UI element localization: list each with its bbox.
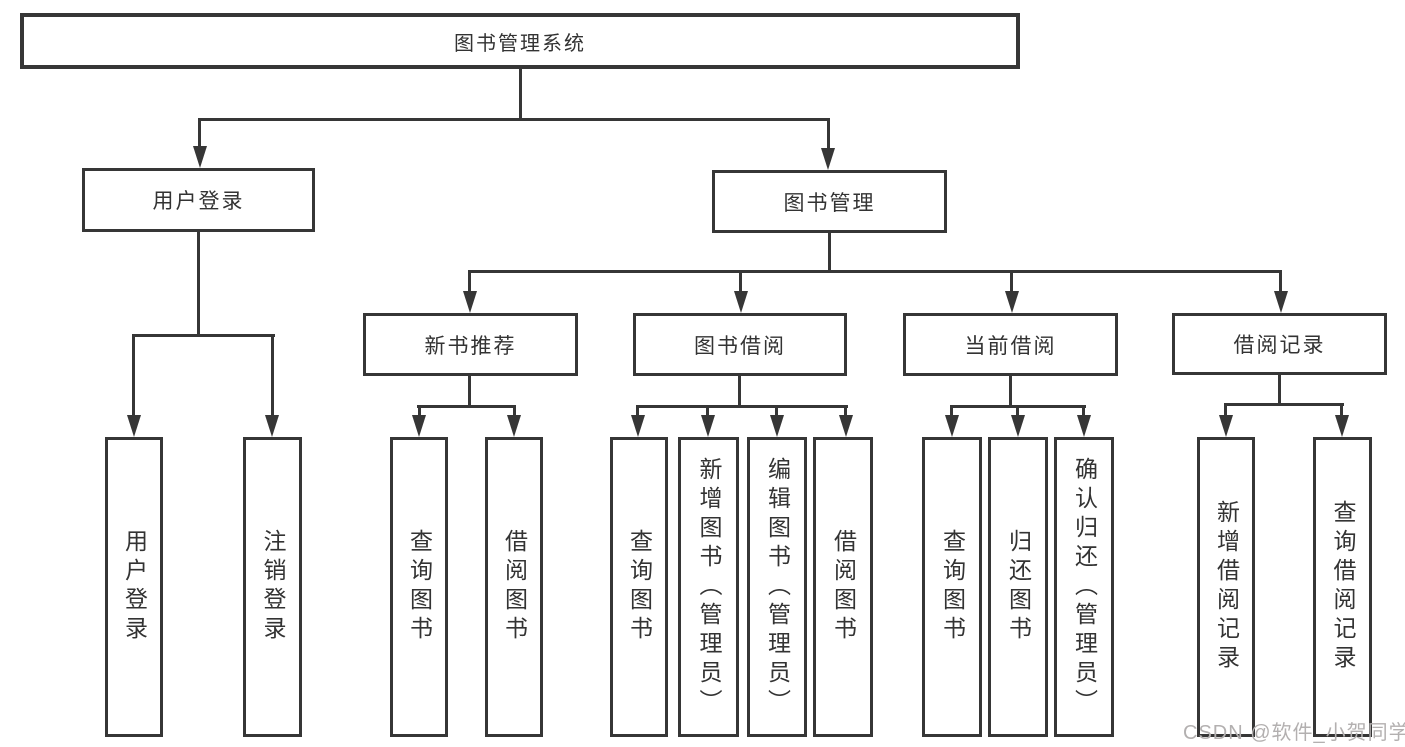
- node-book-management: 图书管理: [712, 170, 947, 233]
- leaf-query-borrow-record-label: 查询借阅记录: [1330, 500, 1356, 674]
- node-root: 图书管理系统: [20, 13, 1020, 69]
- arrow-down-icon: [1005, 291, 1019, 313]
- leaf-confirm-return-admin-label: 确认归还（管理员）: [1071, 456, 1098, 718]
- arrow-down-icon: [127, 415, 141, 437]
- node-current-borrow: 当前借阅: [903, 313, 1118, 376]
- leaf-add-books-admin-label: 新增图书（管理员）: [696, 456, 722, 718]
- node-book-borrow-label: 图书借阅: [694, 334, 786, 358]
- csdn-watermark: CSDN @软件_小贺同学: [1183, 722, 1405, 744]
- node-book-borrow: 图书借阅: [633, 313, 847, 376]
- connector-leaf-drop: [739, 270, 742, 295]
- leaf-add-borrow-record: 新增借阅记录: [1197, 437, 1255, 737]
- leaf-query-books-b-label: 查询图书: [626, 529, 653, 645]
- leaf-query-borrow-record: 查询借阅记录: [1313, 437, 1372, 737]
- connector-group-stem: [1009, 376, 1012, 408]
- connector-leaf-drop: [132, 334, 135, 419]
- connector-leaf-drop: [706, 405, 709, 419]
- arrow-down-icon: [463, 291, 477, 313]
- arrow-down-icon: [1011, 415, 1025, 437]
- connector-group-hline: [417, 405, 516, 408]
- node-new-book-recommend: 新书推荐: [363, 313, 578, 376]
- arrow-down-icon: [701, 415, 715, 437]
- connector-group-stem: [738, 376, 741, 408]
- connector-leaf-drop: [468, 270, 471, 295]
- connector-leaf-drop: [513, 405, 516, 419]
- leaf-query-books-b: 查询图书: [610, 437, 668, 737]
- connector-leaf-drop: [1016, 405, 1019, 419]
- connector-leaf-drop: [950, 405, 953, 419]
- arrow-down-icon: [821, 148, 835, 170]
- leaf-confirm-return-admin: 确认归还（管理员）: [1054, 437, 1114, 737]
- leaf-borrow-books-b: 借阅图书: [813, 437, 873, 737]
- connector-book-mgmt-drop: [827, 118, 830, 152]
- connector-user-login-drop: [198, 118, 201, 150]
- connector-group-hline: [636, 405, 848, 408]
- leaf-logout: 注销登录: [243, 437, 302, 737]
- connector-leaf-drop: [1279, 270, 1282, 295]
- connector-leaf-drop: [1010, 270, 1013, 295]
- connector-book-mgmt-stem: [828, 233, 831, 273]
- leaf-borrow-books-a-label: 借阅图书: [501, 529, 528, 645]
- node-user-login-label: 用户登录: [152, 190, 245, 213]
- arrow-down-icon: [1219, 415, 1233, 437]
- connector-group-hline: [1224, 403, 1344, 406]
- connector-root-stem: [519, 69, 522, 120]
- arrow-down-icon: [631, 415, 645, 437]
- connector-group-stem: [468, 376, 471, 408]
- leaf-borrow-books-b-label: 借阅图书: [830, 529, 857, 645]
- arrow-down-icon: [1077, 415, 1091, 437]
- connector-leaf-drop: [271, 334, 274, 419]
- leaf-query-books-a-label: 查询图书: [406, 529, 433, 645]
- leaf-query-books-c-label: 查询图书: [939, 529, 966, 645]
- connector-level3-hline: [469, 270, 1282, 273]
- arrow-down-icon: [412, 415, 426, 437]
- arrow-down-icon: [1335, 415, 1349, 437]
- node-new-book-recommend-label: 新书推荐: [424, 334, 517, 358]
- node-borrow-records-label: 借阅记录: [1233, 334, 1326, 357]
- leaf-logout-label: 注销登录: [260, 529, 286, 645]
- leaf-add-borrow-record-label: 新增借阅记录: [1213, 500, 1240, 674]
- connector-user-login-stem: [197, 232, 200, 337]
- connector-leaf-drop: [844, 405, 847, 419]
- node-user-login: 用户登录: [82, 168, 315, 232]
- node-borrow-records: 借阅记录: [1172, 313, 1387, 375]
- leaf-query-books-a: 查询图书: [390, 437, 448, 737]
- node-book-management-label: 图书管理: [783, 191, 876, 215]
- connector-user-login-hline: [132, 334, 275, 337]
- leaf-query-books-c: 查询图书: [922, 437, 982, 737]
- leaf-borrow-books-a: 借阅图书: [485, 437, 543, 737]
- leaf-edit-books-admin: 编辑图书（管理员）: [747, 437, 807, 737]
- node-current-borrow-label: 当前借阅: [964, 334, 1057, 358]
- connector-leaf-drop: [775, 405, 778, 419]
- connector-leaf-drop: [636, 405, 639, 419]
- connector-leaf-drop: [1082, 405, 1085, 419]
- arrow-down-icon: [734, 291, 748, 313]
- connector-group-stem: [1278, 375, 1281, 406]
- leaf-edit-books-admin-label: 编辑图书（管理员）: [764, 456, 791, 718]
- connector-leaf-drop: [1224, 403, 1227, 419]
- leaf-return-books: 归还图书: [988, 437, 1048, 737]
- arrow-down-icon: [507, 415, 521, 437]
- leaf-add-books-admin: 新增图书（管理员）: [678, 437, 739, 737]
- arrow-down-icon: [770, 415, 784, 437]
- connector-level2-hline: [199, 118, 830, 121]
- arrow-down-icon: [1274, 291, 1288, 313]
- leaf-user-login: 用户登录: [105, 437, 163, 737]
- arrow-down-icon: [839, 415, 853, 437]
- leaf-user-login-label: 用户登录: [121, 529, 148, 645]
- arrow-down-icon: [265, 415, 279, 437]
- arrow-down-icon: [193, 146, 207, 168]
- leaf-return-books-label: 归还图书: [1005, 529, 1032, 645]
- arrow-down-icon: [945, 415, 959, 437]
- connector-leaf-drop: [1340, 403, 1343, 419]
- node-root-label: 图书管理系统: [454, 32, 586, 55]
- connector-leaf-drop: [418, 405, 421, 419]
